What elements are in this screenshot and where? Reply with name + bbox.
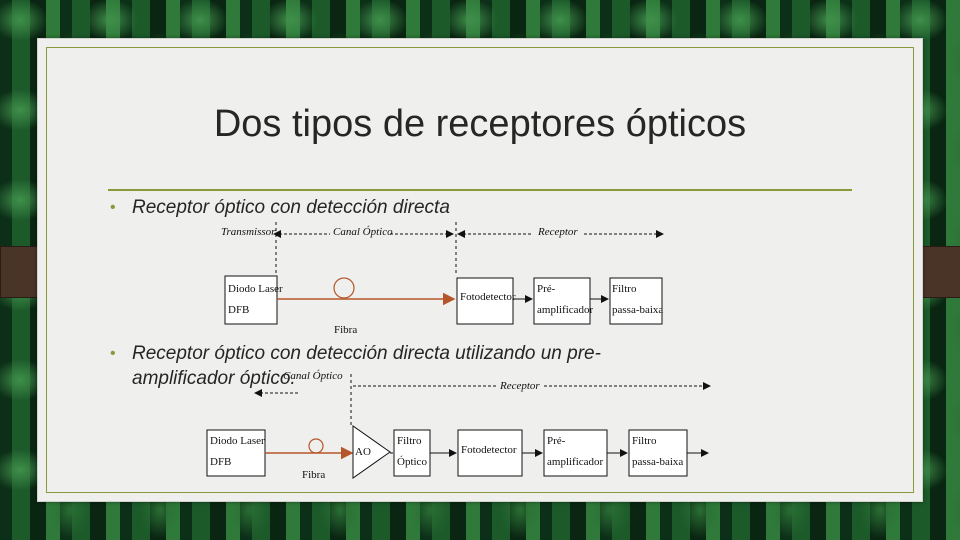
d1-laser-text-2: DFB bbox=[228, 304, 249, 316]
bullet-2: • Receptor óptico con detección directa … bbox=[110, 341, 601, 391]
title-divider bbox=[108, 189, 852, 191]
d2-photodetector-text: Fotodetector bbox=[461, 444, 517, 456]
d1-filter-block bbox=[609, 277, 663, 325]
d2-label-receptor: Receptor bbox=[499, 380, 540, 392]
slide-title: Dos tipos de receptores ópticos bbox=[213, 103, 747, 145]
d2-filter-text-2: passa-baixa bbox=[632, 456, 683, 468]
d2-preamp-text-1: Pré- bbox=[547, 435, 566, 447]
d2-fiber-coil-icon bbox=[308, 438, 324, 454]
d2-laser-block bbox=[206, 429, 266, 477]
d1-preamp-text-2: amplificador bbox=[537, 304, 594, 316]
d2-optfilter-block bbox=[393, 429, 431, 477]
d2-photodetector-block bbox=[457, 429, 523, 477]
d2-filter-text-1: Filtro bbox=[632, 435, 657, 447]
d2-optfilter-text-2: Óptico bbox=[397, 456, 427, 468]
d1-preamp-block bbox=[533, 277, 591, 325]
d2-amp-label: AO bbox=[355, 446, 371, 458]
d1-fiber-coil-icon bbox=[333, 277, 355, 299]
d2-laser-text-2: DFB bbox=[210, 456, 231, 468]
d2-preamp-text-2: amplificador bbox=[547, 456, 604, 468]
d1-laser-text-1: Diodo Laser bbox=[228, 283, 283, 295]
diagram-2: Canal Óptico Receptor Diodo Laser DFB Fi… bbox=[206, 370, 711, 481]
d1-preamp-text-1: Pré- bbox=[537, 283, 556, 295]
bullet-2-text-line1: Receptor óptico con detección directa ut… bbox=[132, 343, 601, 364]
d1-laser-block bbox=[224, 275, 278, 325]
d1-fiber-label: Fibra bbox=[334, 324, 357, 336]
diagram-1: Transmissor Canal Óptico Receptor Diodo … bbox=[221, 222, 664, 336]
d2-label-canal: Canal Óptico bbox=[283, 370, 343, 382]
d1-photodetector-block bbox=[456, 277, 514, 325]
d2-amplifier-icon bbox=[352, 425, 391, 479]
d1-photodetector-text: Fotodetector bbox=[460, 291, 516, 303]
slide-card-border bbox=[46, 47, 914, 493]
slide-card bbox=[37, 38, 923, 502]
bullet-dot-icon: • bbox=[110, 199, 116, 216]
d1-label-receptor: Receptor bbox=[537, 226, 578, 238]
bullet-1-text: Receptor óptico con detección directa bbox=[132, 197, 450, 218]
d2-filter-block bbox=[628, 429, 688, 477]
d2-fiber-label: Fibra bbox=[302, 469, 325, 481]
d1-filter-text-1: Filtro bbox=[612, 283, 637, 295]
bullet-1: • Receptor óptico con detección directa bbox=[110, 195, 450, 220]
d1-label-canal: Canal Óptico bbox=[333, 226, 393, 238]
d2-optfilter-text-1: Filtro bbox=[397, 435, 422, 447]
d2-laser-text-1: Diodo Laser bbox=[210, 435, 265, 447]
bullet-2-text-line2: amplificador óptico. bbox=[132, 368, 296, 389]
d2-preamp-block bbox=[543, 429, 608, 477]
bullet-dot-icon: • bbox=[110, 345, 116, 362]
d1-filter-text-2: passa-baixa bbox=[612, 304, 663, 316]
d1-label-transmissor: Transmissor bbox=[221, 226, 276, 238]
